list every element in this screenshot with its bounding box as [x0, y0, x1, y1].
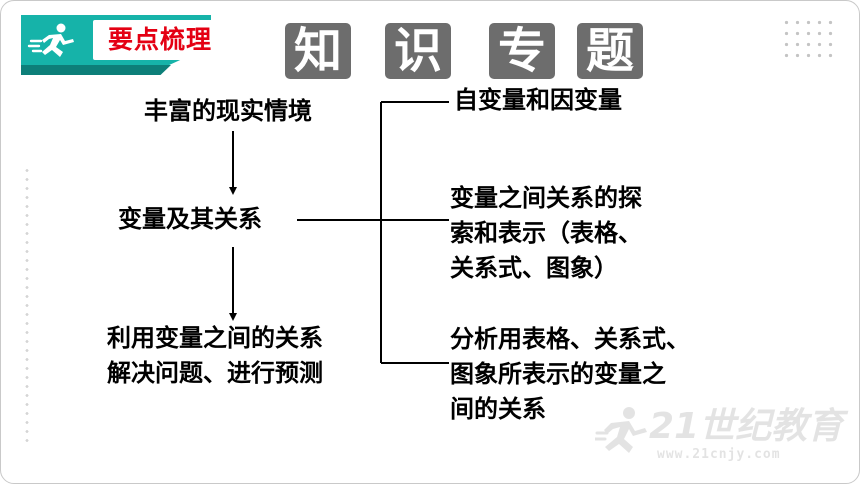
- title-tile-2: 识: [385, 23, 451, 79]
- tag-shadow: [21, 65, 171, 75]
- node-analyze-line-1: 分析用表格、关系式、: [450, 325, 690, 353]
- dots-decoration-left: [23, 166, 31, 446]
- title-tile-4: 题: [577, 23, 643, 79]
- title-char-2: 识: [393, 23, 442, 79]
- node-explore-line-2: 索和表示（表格、: [450, 219, 642, 247]
- node-solve-line-1: 利用变量之间的关系: [107, 324, 323, 352]
- watermark-logo: 21世纪教育 www.21cnjy.com: [593, 403, 845, 467]
- node-real-situations: 丰富的现实情境: [144, 97, 312, 125]
- dots-decoration-top-right: [781, 17, 839, 61]
- node-analyze-line-3: 间的关系: [450, 395, 546, 423]
- node-explore-line-1: 变量之间关系的探: [450, 184, 642, 212]
- node-variables-relations: 变量及其关系: [118, 205, 262, 233]
- title-tile-3: 专: [489, 23, 555, 79]
- watermark-brand: 21世纪教育: [649, 406, 844, 447]
- title-char-3: 专: [497, 23, 546, 79]
- section-tag-label: 要点梳理: [93, 20, 227, 60]
- node-solve-line-2: 解决问题、进行预测: [107, 359, 323, 387]
- watermark-url: www.21cnjy.com: [657, 447, 781, 462]
- section-tag: 要点梳理: [21, 15, 227, 75]
- runner-icon: [25, 19, 87, 61]
- title-char-1: 知: [293, 23, 342, 79]
- node-analyze-line-2: 图象所表示的变量之: [450, 360, 666, 388]
- node-independent-dependent: 自变量和因变量: [454, 86, 622, 114]
- title-char-4: 题: [585, 23, 634, 79]
- node-explore-line-3: 关系式、图象）: [450, 254, 618, 282]
- title-tile-1: 知: [285, 23, 351, 79]
- watermark-runner-icon: [593, 407, 647, 453]
